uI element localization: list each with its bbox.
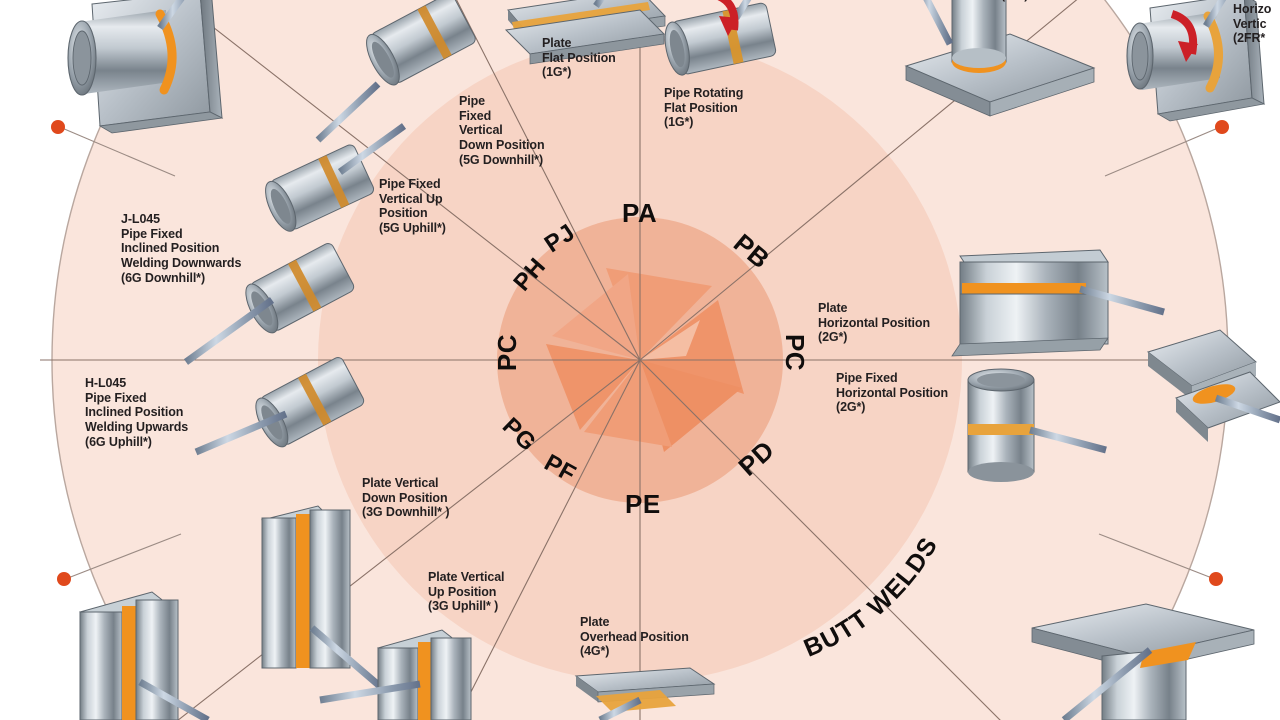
callout-line: (5G Downhill*) <box>459 152 544 167</box>
position-code-PE: PE <box>625 489 661 519</box>
callout-line: Plate <box>818 301 848 315</box>
callout-line: Inclined Position <box>85 405 184 420</box>
callout-line: Pipe Fixed <box>121 226 183 241</box>
callout-line: Down Position <box>362 490 448 505</box>
callout-fillet-2f: (2F*) <box>1001 0 1028 3</box>
callout-line: Up Position <box>428 584 497 599</box>
callout-line: Position <box>379 206 428 221</box>
callout-line: Welding Upwards <box>85 419 189 434</box>
callout-line: Plate Vertical <box>362 476 439 490</box>
callout-line: Pipe Fixed <box>85 390 147 405</box>
illus-overhead-fillet <box>1031 603 1255 720</box>
callout-line: Horizo <box>1233 2 1272 16</box>
callout-line: Vertical Up <box>379 191 443 206</box>
ring-markers <box>51 120 1229 586</box>
callout-line: Horizontal Position <box>836 385 948 400</box>
callout-line: Fixed <box>459 108 492 123</box>
callout-line: (6G Downhill*) <box>121 270 206 285</box>
callout-line: (2F*) <box>1001 0 1028 3</box>
callout-line: Overhead Position <box>580 629 689 644</box>
illus-plate-vertical-up-left <box>78 591 210 720</box>
illus-pipe-fixed-horizontal <box>967 368 1107 482</box>
callout-line: Flat Position <box>664 100 738 115</box>
callout-line: (1G*) <box>664 115 694 130</box>
callout-line: (2FR* <box>1233 31 1266 46</box>
pinwheel-logo <box>546 268 744 452</box>
callout-line: (3G Uphill* ) <box>428 599 499 614</box>
illus-pipe-plate-2fr <box>1126 0 1266 122</box>
callout-line: (2G*) <box>818 330 848 345</box>
callout-line: (4G*) <box>580 644 610 659</box>
callout-line: J-L045 <box>121 212 161 226</box>
callout-line: Plate Vertical <box>428 570 505 584</box>
callout-line: Inclined Position <box>121 241 220 256</box>
illus-plate-horizontal <box>951 249 1165 357</box>
illus-pipe-plate-fillet-topleft <box>67 0 224 134</box>
position-code-PA: PA <box>622 198 658 228</box>
illus-plate-vertical-up-center <box>319 629 472 720</box>
callout-line: Welding Downwards <box>121 255 242 270</box>
illus-pipe-rotating-flat <box>664 0 777 76</box>
callout-line: Vertical <box>459 123 503 138</box>
callout-line: Pipe Fixed <box>836 371 898 385</box>
illus-plate-vertical-down <box>261 505 385 691</box>
illus-pipe-vertical-up <box>265 123 407 232</box>
illus-pipe-vertical-down <box>315 0 476 143</box>
callout-line: Plate <box>580 615 610 629</box>
illus-v-groove-right <box>1146 329 1280 442</box>
callout-line: (3G Downhill* ) <box>362 505 450 520</box>
callout-line: (2G*) <box>836 400 866 415</box>
callout-line: (6G Uphill*) <box>85 434 152 449</box>
callout-line: Vertic <box>1233 16 1267 31</box>
callout-line: Pipe <box>459 94 485 108</box>
callout-line: Horizontal Position <box>818 315 930 330</box>
callout-line: Down Position <box>459 137 545 152</box>
position-code-PC-left: PC <box>492 333 523 372</box>
sector-lines <box>40 0 1240 720</box>
illus-pipe-inclined-up <box>194 357 365 456</box>
illus-plate-flat <box>504 0 667 65</box>
callout-line: Pipe Rotating <box>664 86 744 100</box>
callout-line: Plate <box>542 36 572 50</box>
illus-fillet-2f <box>904 0 1096 117</box>
callout-line: H-L045 <box>85 376 127 390</box>
position-code-PC-right: PC <box>780 333 811 372</box>
illus-pipe-inclined-down <box>183 243 355 365</box>
callout-line: (1G*) <box>542 65 572 80</box>
callout-line: Pipe Fixed <box>379 177 441 191</box>
callout-line: Flat Position <box>542 50 616 65</box>
callout-line: (5G Uphill*) <box>379 220 446 235</box>
illus-plate-overhead <box>574 667 716 720</box>
